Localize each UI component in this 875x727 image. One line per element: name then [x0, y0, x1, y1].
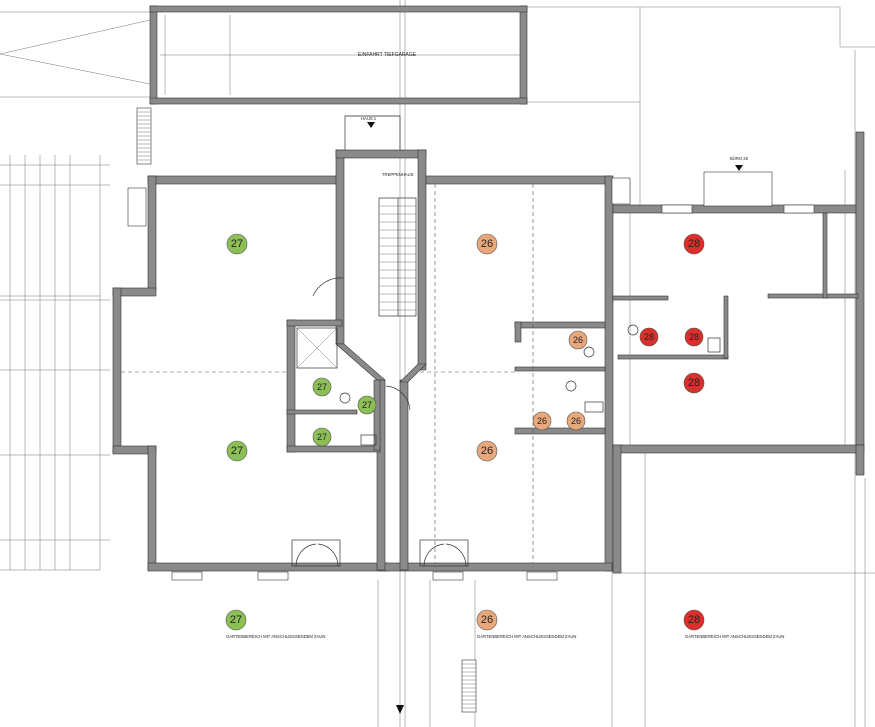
doors: [291, 277, 469, 567]
unit-badge-27: 27: [312, 427, 332, 447]
unit-badge-27: 27: [226, 233, 248, 255]
unit-badge-number: 27: [231, 238, 243, 250]
unit-badge-26: 26: [476, 609, 498, 631]
stair-label: TREPPENHAUS: [382, 172, 414, 177]
unit-badge-circle: [312, 377, 332, 397]
unit-badge-number: 28: [689, 332, 699, 342]
unit-badge-circle: [568, 330, 588, 350]
unit-badge-number: 26: [573, 335, 583, 345]
unit-badge-number: 28: [688, 614, 700, 626]
garden-label-28: GARTENBEREICH MIT ANSCHLIESSENDEM ZAUN: [685, 634, 784, 639]
unit-badge-26: 26: [476, 233, 498, 255]
unit-badge-circle: [226, 233, 248, 255]
unit-badge-circle: [312, 427, 332, 447]
garage-ramp: [149, 5, 528, 105]
unit-badges: 27 27 27 27 27 27 26 26 26 26 26 26 28 28 28 28 28: [225, 233, 705, 631]
unit-badge-number: 27: [231, 445, 243, 457]
unit-badge-circle: [476, 233, 498, 255]
unit-badge-number: 27: [317, 382, 327, 392]
unit-badge-28: 28: [683, 233, 705, 255]
bureau-label: BÜRO 28: [730, 156, 749, 161]
unit-badge-circle: [566, 411, 586, 431]
staircase: [378, 197, 417, 317]
garden-label-27: GARTENBEREICH MIT ANSCHLIESSENDEM ZAUN: [226, 634, 325, 639]
unit-badge-26: 26: [476, 440, 498, 462]
unit-badge-number: 26: [481, 238, 493, 250]
unit-badge-circle: [357, 395, 377, 415]
elevator: [296, 327, 338, 369]
unit-badge-circle: [683, 372, 705, 394]
unit-badge-27: 27: [312, 377, 332, 397]
unit-badge-number: 27: [317, 432, 327, 442]
fixtures: [339, 324, 721, 446]
unit-badge-28: 28: [683, 372, 705, 394]
unit-badge-circle: [226, 440, 248, 462]
unit-badge-number: 28: [644, 332, 654, 342]
unit-badge-number: 26: [481, 445, 493, 457]
unit-badge-circle: [225, 609, 247, 631]
unit-badge-circle: [683, 609, 705, 631]
dashed-lines: [121, 184, 534, 563]
garden-label-26: GARTENBEREICH MIT ANSCHLIESSENDEM ZAUN: [477, 634, 576, 639]
unit-badge-28: 28: [639, 327, 659, 347]
unit-badge-number: 26: [481, 614, 493, 626]
unit-badge-26: 26: [532, 411, 552, 431]
unit-badge-number: 27: [362, 400, 372, 410]
unit-badge-27: 27: [357, 395, 377, 415]
unit-badge-circle: [683, 233, 705, 255]
unit-badge-number: 26: [571, 416, 581, 426]
unit-badge-circle: [476, 440, 498, 462]
windows: [127, 165, 815, 581]
unit-badge-number: 26: [537, 416, 547, 426]
entry-label: HAUS 1: [361, 116, 377, 121]
unit-badge-number: 27: [230, 614, 242, 626]
garage-label: EINFAHRT TIEFGARAGE: [358, 52, 417, 58]
unit-badge-circle: [684, 327, 704, 347]
unit-badge-26: 26: [568, 330, 588, 350]
unit-badge-number: 28: [688, 238, 700, 250]
unit-badge-circle: [476, 609, 498, 631]
unit-badge-28: 28: [684, 327, 704, 347]
unit-badge-circle: [639, 327, 659, 347]
unit-badge-27: 27: [226, 440, 248, 462]
building-walls: [112, 131, 865, 574]
unit-badge-number: 28: [688, 377, 700, 389]
entry-canopy: [136, 107, 401, 165]
unit-badge-28: 28: [683, 609, 705, 631]
unit-badge-26: 26: [566, 411, 586, 431]
unit-badge-27: 27: [225, 609, 247, 631]
unit-badge-circle: [532, 411, 552, 431]
dimension-chains: [0, 155, 846, 570]
planter: [396, 659, 477, 714]
